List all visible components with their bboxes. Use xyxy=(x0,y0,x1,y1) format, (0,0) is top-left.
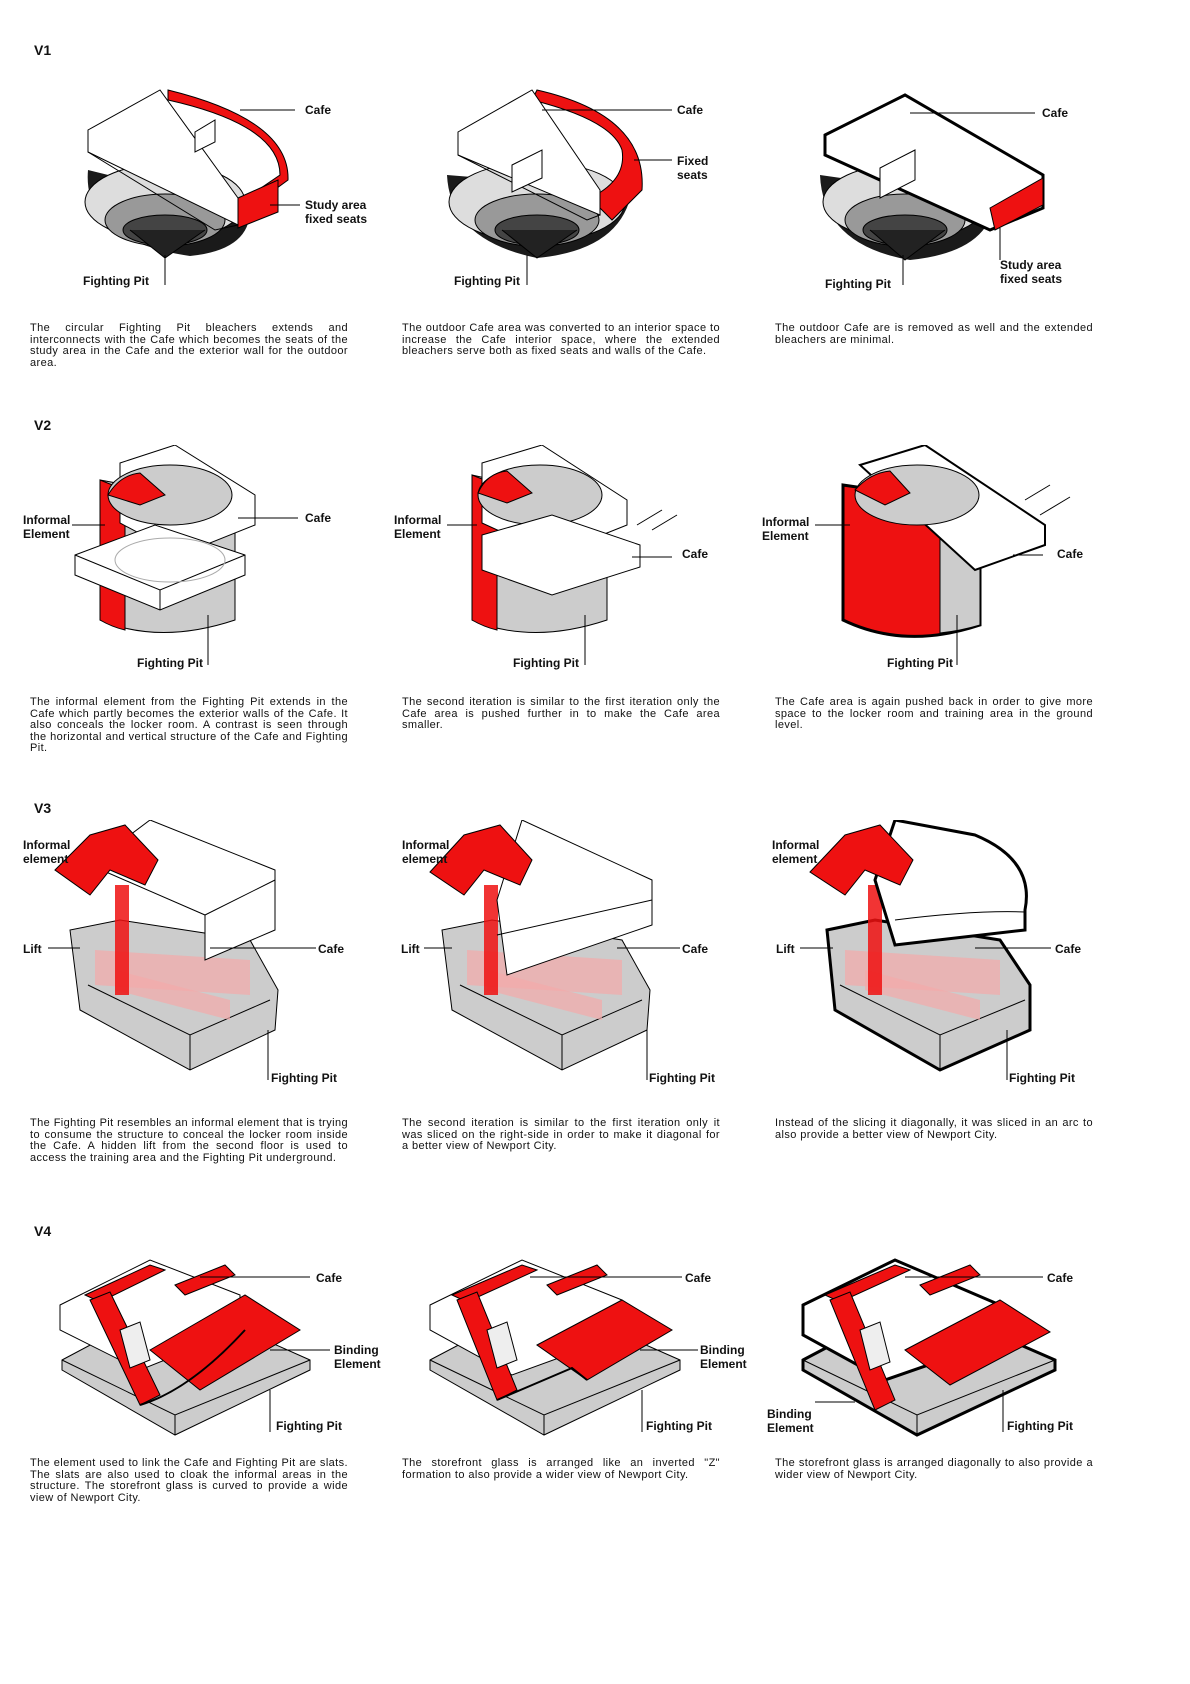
label-fixed-seats: Fixed seats xyxy=(677,154,742,182)
row-label-v3: V3 xyxy=(34,800,51,816)
v4-description-1: The element used to link the Cafe and Fi… xyxy=(30,1458,348,1504)
label-fighting-pit: Fighting Pit xyxy=(649,1071,715,1085)
label-cafe: Cafe xyxy=(682,547,708,561)
label-fighting-pit: Fighting Pit xyxy=(513,656,579,670)
label-lift: Lift xyxy=(23,942,42,956)
label-informal-element: Informal element xyxy=(402,838,449,866)
v1-description-1: The circular Fighting Pit bleachers exte… xyxy=(30,323,348,369)
v4-description-2: The storefront glass is arranged like an… xyxy=(402,1458,720,1481)
label-binding-element: Binding Element xyxy=(700,1343,747,1371)
label-binding-element: Binding Element xyxy=(767,1407,814,1435)
label-informal-element: Informal element xyxy=(772,838,819,866)
label-cafe: Cafe xyxy=(305,103,331,117)
v4-panel-3: Cafe Binding Element Fighting Pit The st… xyxy=(745,1250,1115,1650)
v4-description-3: The storefront glass is arranged diagona… xyxy=(775,1458,1093,1481)
label-informal-element: Informal Element xyxy=(762,515,809,543)
label-fighting-pit: Fighting Pit xyxy=(1009,1071,1075,1085)
label-lift: Lift xyxy=(776,942,795,956)
label-study-area: Study area fixed seats xyxy=(1000,258,1062,286)
row-label-v4: V4 xyxy=(34,1223,51,1239)
label-study-area: Study area fixed seats xyxy=(305,198,367,226)
v3-description-2: The second iteration is similar to the f… xyxy=(402,1118,720,1153)
v1-panel-3: Cafe Study area fixed seats Fighting Pit… xyxy=(745,80,1115,480)
label-fighting-pit: Fighting Pit xyxy=(646,1419,712,1433)
label-fighting-pit: Fighting Pit xyxy=(825,277,891,291)
v2-description-2: The second iteration is similar to the f… xyxy=(402,697,720,732)
label-fighting-pit: Fighting Pit xyxy=(271,1071,337,1085)
label-informal-element: Informal Element xyxy=(394,513,441,541)
row-label-v2: V2 xyxy=(34,417,51,433)
label-cafe: Cafe xyxy=(677,103,703,117)
v3-panel-2: Informal element Lift Cafe Fighting Pit … xyxy=(372,820,742,1220)
label-informal-element: Informal element xyxy=(23,838,70,866)
label-fighting-pit: Fighting Pit xyxy=(887,656,953,670)
label-fighting-pit: Fighting Pit xyxy=(83,274,149,288)
v1-description-3: The outdoor Cafe are is removed as well … xyxy=(775,323,1093,346)
label-informal-element: Informal Element xyxy=(23,513,70,541)
label-cafe: Cafe xyxy=(1047,1271,1073,1285)
label-cafe: Cafe xyxy=(1042,106,1068,120)
v4-panel-2: Cafe Binding Element Fighting Pit The st… xyxy=(372,1250,742,1650)
label-fighting-pit: Fighting Pit xyxy=(137,656,203,670)
v1-description-2: The outdoor Cafe area was converted to a… xyxy=(402,323,720,358)
label-cafe: Cafe xyxy=(1057,547,1083,561)
v3-panel-1: Informal element Lift Cafe Fighting Pit … xyxy=(0,820,370,1220)
v2-description-1: The informal element from the Fighting P… xyxy=(30,697,348,755)
v2-panel-1: Informal Element Cafe Fighting Pit The i… xyxy=(0,445,370,845)
v2-panel-2: Informal Element Cafe Fighting Pit The s… xyxy=(372,445,742,845)
label-lift: Lift xyxy=(401,942,420,956)
label-fighting-pit: Fighting Pit xyxy=(1007,1419,1073,1433)
v4-panel-1: Cafe Binding Element Fighting Pit The el… xyxy=(0,1250,370,1650)
label-fighting-pit: Fighting Pit xyxy=(454,274,520,288)
label-cafe: Cafe xyxy=(318,942,344,956)
v3-description-1: The Fighting Pit resembles an informal e… xyxy=(30,1118,348,1164)
v1-panel-2: Cafe Fixed seats Fighting Pit The outdoo… xyxy=(372,80,742,480)
v2-diagram-1 xyxy=(0,445,370,675)
v2-panel-3: Informal Element Cafe Fighting Pit The C… xyxy=(745,445,1115,845)
label-cafe: Cafe xyxy=(682,942,708,956)
v2-description-3: The Cafe area is again pushed back in or… xyxy=(775,697,1093,732)
row-label-v1: V1 xyxy=(34,42,51,58)
v1-panel-1: Cafe Study area fixed seats Fighting Pit… xyxy=(0,80,370,480)
label-cafe: Cafe xyxy=(685,1271,711,1285)
label-cafe: Cafe xyxy=(316,1271,342,1285)
label-cafe: Cafe xyxy=(305,511,331,525)
label-fighting-pit: Fighting Pit xyxy=(276,1419,342,1433)
v3-description-3: Instead of the slicing it diagonally, it… xyxy=(775,1118,1093,1141)
label-cafe: Cafe xyxy=(1055,942,1081,956)
v3-panel-3: Informal element Lift Cafe Fighting Pit … xyxy=(745,820,1115,1220)
